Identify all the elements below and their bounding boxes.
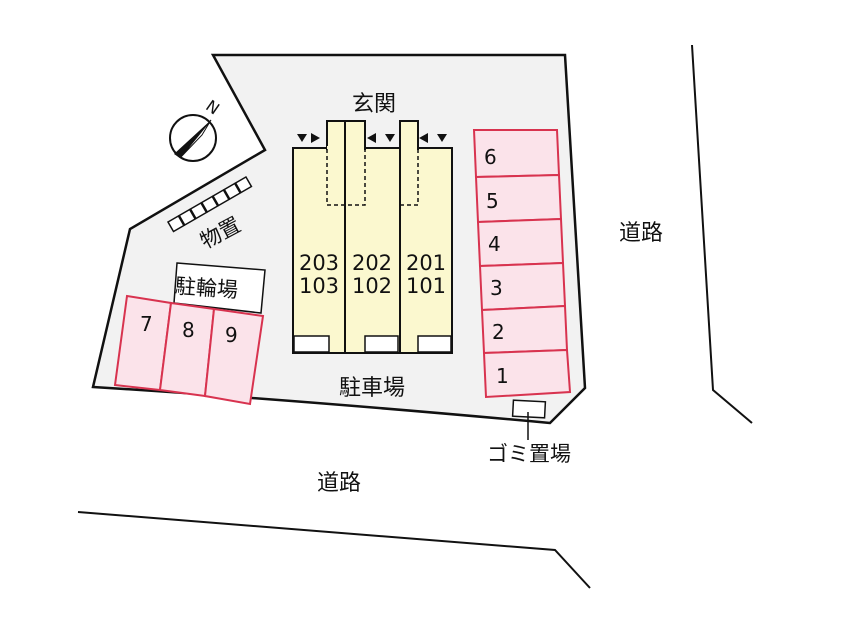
parking-number-8: 8: [182, 318, 195, 342]
parking-space-9: [203, 307, 265, 406]
entrance-label: 玄関: [352, 92, 396, 117]
bicycle-parking-label: 駐輪場: [174, 274, 239, 302]
north-arrow-icon: N: [169, 96, 223, 162]
north-label: N: [202, 96, 223, 118]
unit-label-103: 103: [299, 274, 339, 298]
garbage-box: [511, 399, 547, 419]
parking-number-4: 4: [488, 232, 501, 256]
road-edge-bottom: [77, 511, 591, 589]
parking-number-2: 2: [492, 320, 505, 344]
parking-lot-label: 駐車場: [339, 376, 405, 401]
apartment-building: 203 103 202 102 201 101: [292, 120, 453, 354]
road-label-right: 道路: [619, 221, 663, 246]
unit-label-101: 101: [406, 274, 446, 298]
unit-label-201: 201: [406, 251, 446, 275]
parking-number-9: 9: [225, 323, 238, 347]
unit-label-202: 202: [352, 251, 392, 275]
road-label-bottom: 道路: [317, 471, 361, 496]
parking-number-5: 5: [486, 189, 499, 213]
unit-label-102: 102: [352, 274, 392, 298]
parking-number-6: 6: [484, 145, 497, 169]
parking-number-7: 7: [140, 312, 153, 336]
parking-right: 6 5 4 3 2 1: [472, 129, 572, 399]
entrance-arrow-icons: [297, 133, 447, 143]
unit-label-203: 203: [299, 251, 339, 275]
parking-number-3: 3: [490, 276, 503, 300]
storage-units: [166, 175, 253, 233]
garbage-label: ゴミ置場: [487, 442, 571, 466]
bicycle-parking-box: [173, 262, 266, 314]
parking-left: 7 8 9: [113, 294, 265, 406]
parking-number-1: 1: [496, 364, 509, 388]
parking-space-1: [482, 348, 572, 399]
road-edge-right: [691, 44, 753, 424]
